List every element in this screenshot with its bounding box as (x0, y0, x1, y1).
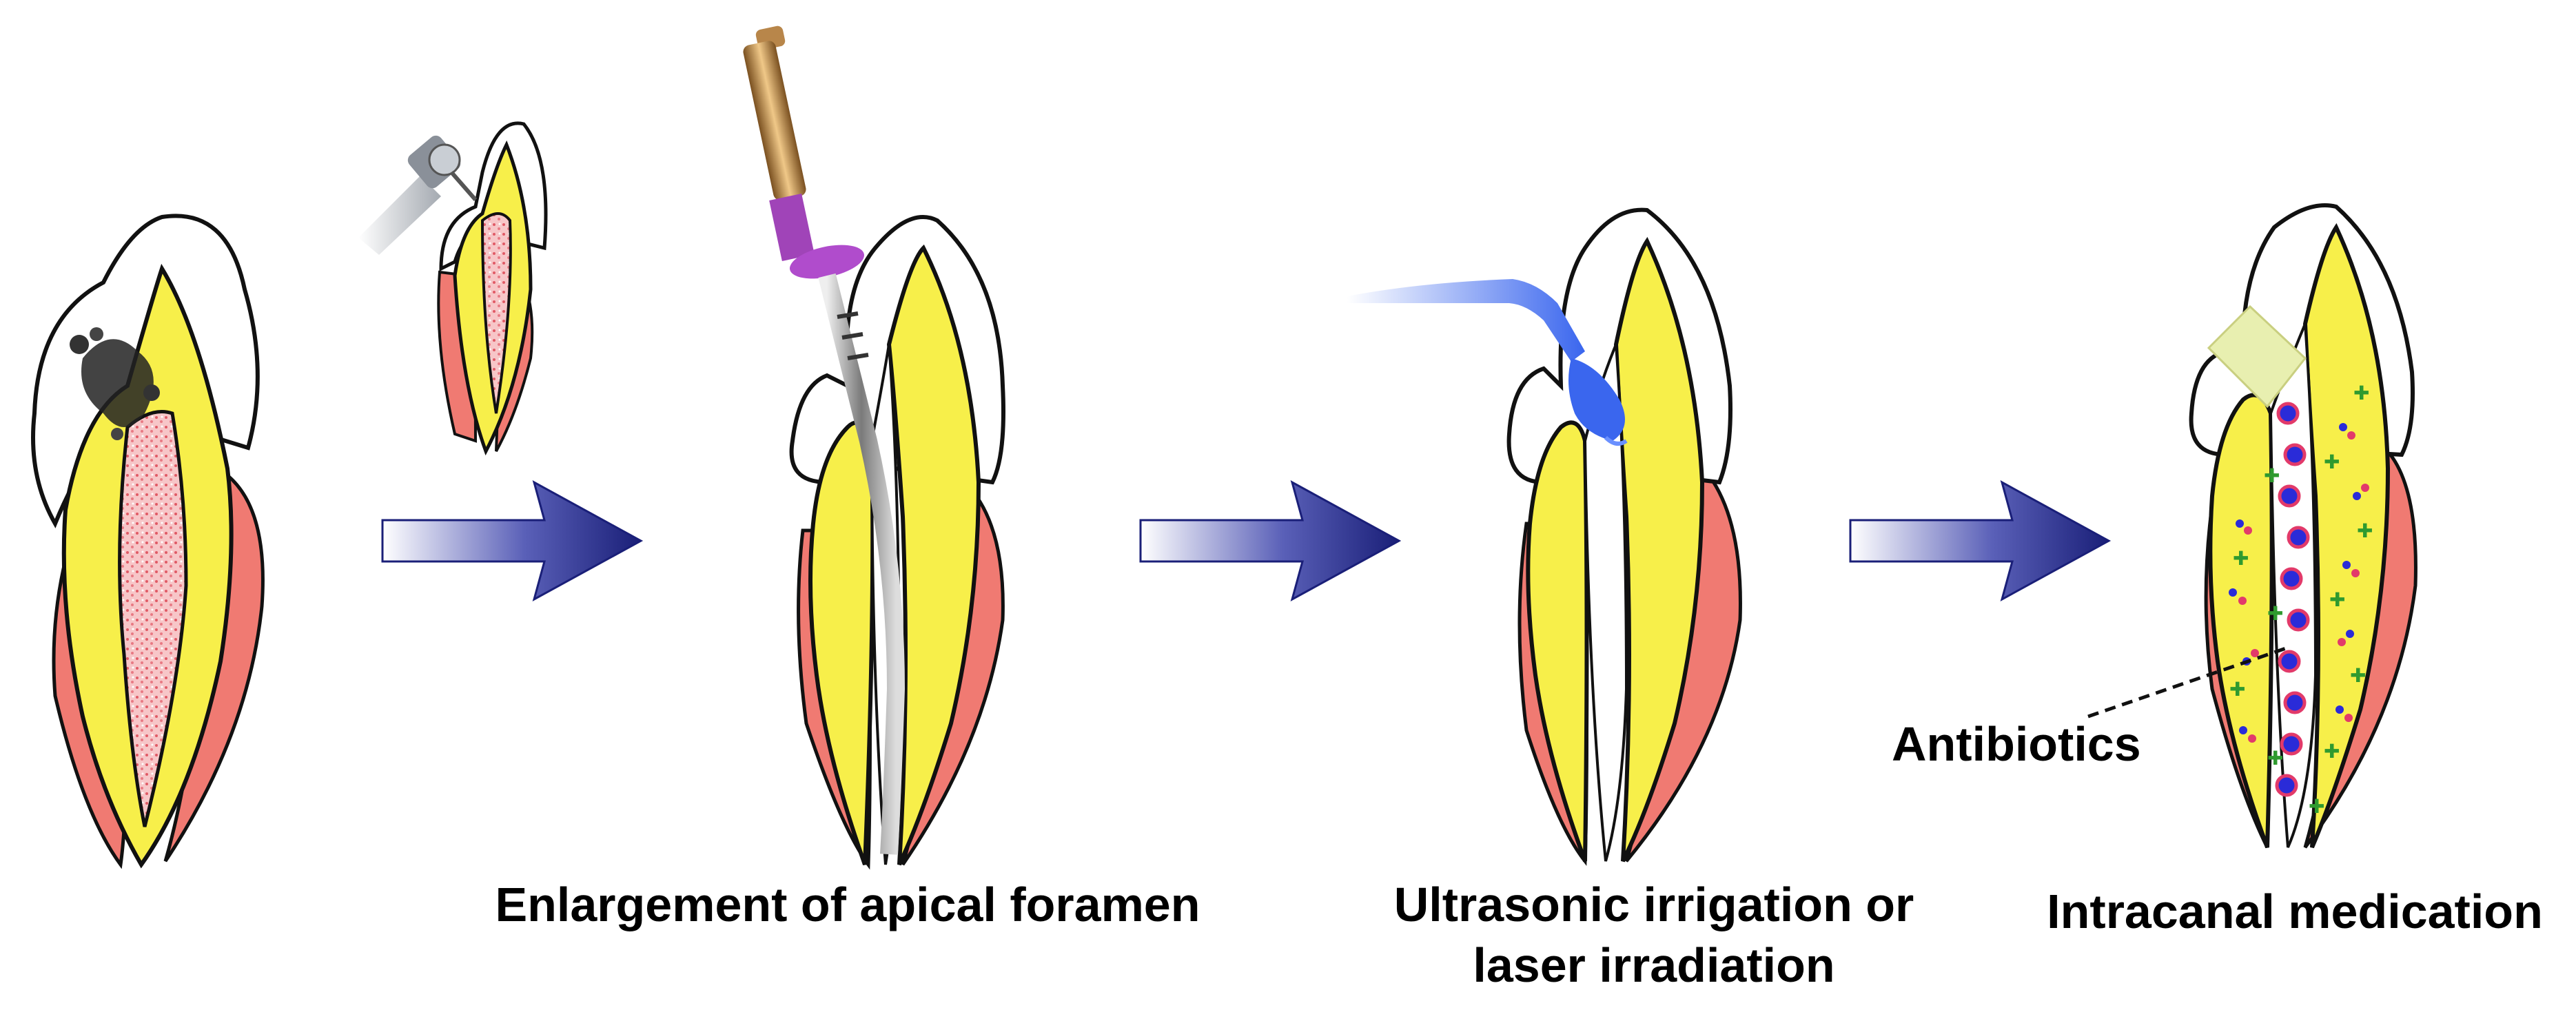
diseased-tooth (31, 214, 265, 869)
svg-text:✚: ✚ (2324, 740, 2340, 763)
process-arrow-icon (1139, 479, 1402, 602)
dental-drill-icon (358, 135, 478, 255)
coronal-filling (2207, 305, 2307, 409)
svg-text:✚: ✚ (2229, 678, 2245, 701)
endodontic-file-icon (743, 25, 906, 855)
caption-text: Enlargement of apical foramen (495, 878, 1200, 931)
svg-text:✚: ✚ (2267, 602, 2283, 625)
dentin (886, 244, 981, 866)
caption-line-2: laser irradiation (1473, 938, 1835, 992)
dentin (808, 420, 875, 866)
caption-line-1: Ultrasonic irrigation or (1393, 878, 1914, 931)
svg-text:✚: ✚ (2267, 747, 2283, 770)
tooth-enlargement (743, 25, 1005, 870)
dentin (2302, 223, 2391, 849)
dentin (1613, 236, 1705, 863)
svg-text:✚: ✚ (2309, 795, 2324, 818)
pulp (480, 212, 512, 414)
dentin (2208, 393, 2274, 849)
tooth-irrigation (1347, 207, 1742, 866)
caries-lesion (81, 339, 154, 427)
svg-text:✚: ✚ (2264, 464, 2280, 487)
caption-text: Intracanal medication (2047, 885, 2543, 938)
svg-text:✚: ✚ (2324, 451, 2340, 473)
process-arrow-icon (381, 479, 644, 602)
pulp (118, 410, 188, 827)
canal (1583, 344, 1628, 862)
svg-text:✚: ✚ (2329, 588, 2345, 611)
process-arrow-icon (1849, 479, 2112, 602)
antibiotics-label: Antibiotics (1892, 717, 2141, 771)
caption-irrigation: Ultrasonic irrigation or laser irradiati… (1296, 875, 2012, 996)
svg-text:✚: ✚ (2233, 547, 2249, 570)
svg-text:✚: ✚ (2357, 519, 2373, 542)
svg-text:✚: ✚ (2350, 664, 2366, 687)
dentin (1526, 420, 1589, 863)
svg-text:✚: ✚ (2353, 382, 2369, 404)
access-opening-inset (358, 121, 548, 456)
tooth-medication: ✚ ✚ ✚ ✚ ✚ ✚ ✚ ✚ ✚ ✚ ✚ ✚ (2087, 203, 2417, 849)
irrigation-tip-icon (1347, 279, 1628, 446)
caption-enlargement: Enlargement of apical foramen (386, 875, 1309, 936)
caption-medication: Intracanal medication (2019, 882, 2570, 942)
